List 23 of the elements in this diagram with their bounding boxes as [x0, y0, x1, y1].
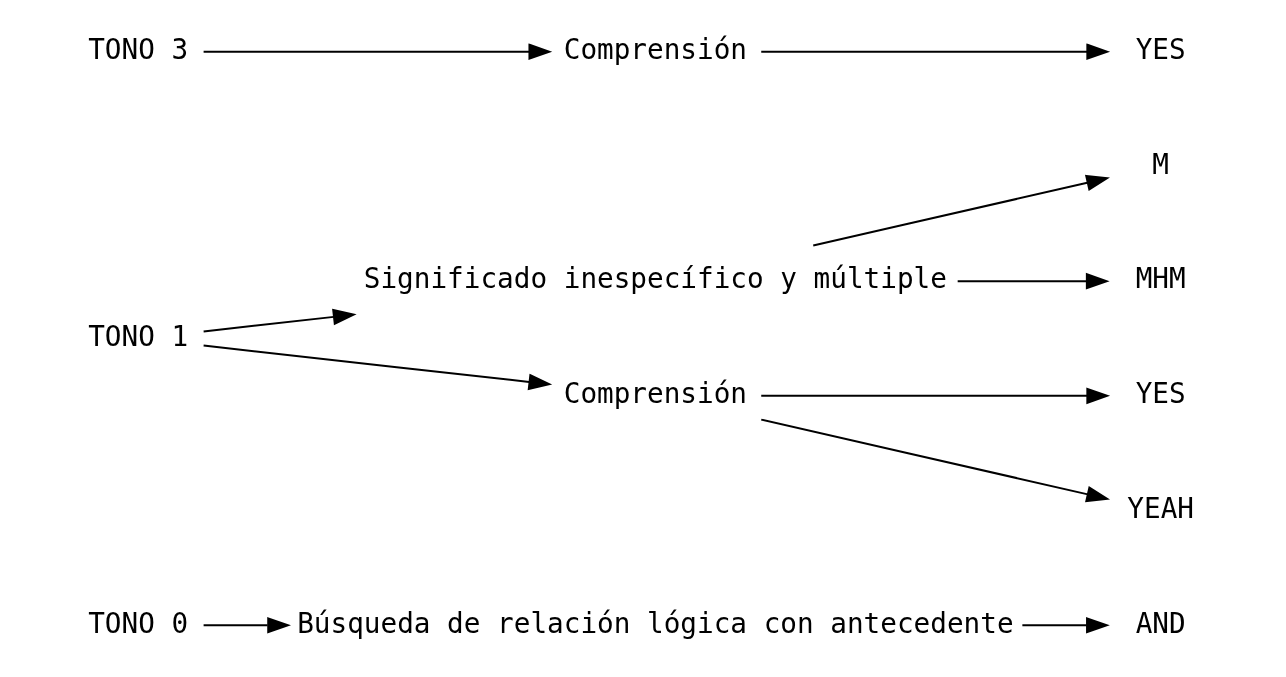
- arrow: [956, 272, 1110, 290]
- node-text: TONO 1: [87, 319, 188, 353]
- node-text: AND: [1135, 606, 1186, 640]
- arrow: [811, 174, 1110, 247]
- node-text: YEAH: [1126, 491, 1194, 525]
- arrow: [202, 43, 552, 61]
- node-text: YES: [1135, 33, 1186, 67]
- arrow: [202, 344, 552, 391]
- node-text: Búsqueda de relación lógica con antecedente: [296, 606, 1014, 640]
- arrow: [759, 43, 1110, 61]
- node-text: TONO 0: [87, 606, 188, 640]
- node-text: YES: [1135, 377, 1186, 411]
- arrow: [202, 616, 291, 634]
- node-text: Comprensión: [563, 377, 747, 411]
- arrow: [1020, 616, 1110, 634]
- node-text: TONO 3: [87, 33, 188, 67]
- node-text: MHM: [1135, 262, 1186, 296]
- arrow: [202, 308, 357, 333]
- node-text: M: [1151, 147, 1169, 181]
- arrow: [759, 387, 1110, 405]
- arrow: [759, 418, 1110, 503]
- node-text: Comprensión: [563, 33, 747, 67]
- node-text: Significado inespecífico y múltiple: [363, 262, 947, 296]
